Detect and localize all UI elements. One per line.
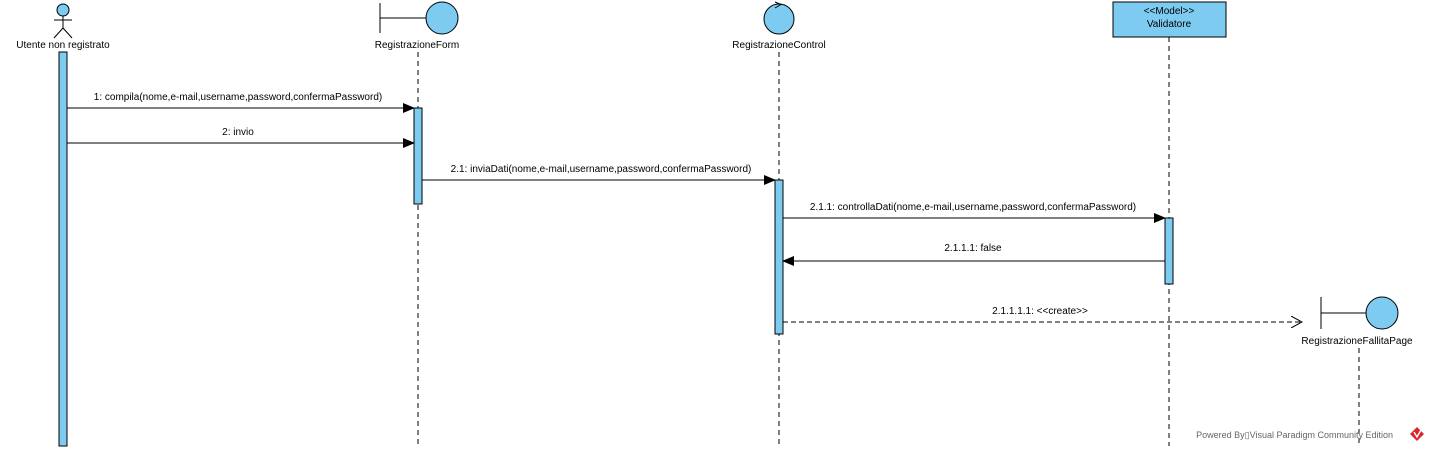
- boundary-icon: [1320, 296, 1399, 330]
- footer-watermark: Powered By▯Visual Paradigm Community Edi…: [1196, 430, 1393, 440]
- message-1[interactable]: 1: compila(nome,e-mail,username,password…: [67, 92, 415, 113]
- participant-registrazione-control[interactable]: RegistrazioneControl: [732, 1, 826, 51]
- control-label: RegistrazioneControl: [732, 40, 825, 51]
- message-2-1-1-1-1[interactable]: 2.1.1.1.1: <<create>>: [783, 306, 1302, 322]
- message-2-1[interactable]: 2.1: inviaDati(nome,e-mail,username,pass…: [422, 164, 776, 185]
- actor-label: Utente non registrato: [16, 40, 110, 51]
- message-2-1-1-1-1-label: 2.1.1.1.1: <<create>>: [992, 306, 1088, 317]
- validator-stereotype: <<Model>>: [1144, 6, 1195, 17]
- activation-actor: [58, 51, 68, 447]
- activation-form: [413, 107, 423, 205]
- control-icon: [763, 1, 795, 35]
- failpage-label: RegistrazioneFallitaPage: [1301, 336, 1413, 347]
- message-2-1-label: 2.1: inviaDati(nome,e-mail,username,pass…: [451, 164, 752, 175]
- participant-validatore[interactable]: <<Model>> Validatore: [1112, 1, 1227, 38]
- message-2-1-1-1[interactable]: 2.1.1.1: false: [782, 243, 1165, 266]
- activation-control: [774, 179, 784, 335]
- message-2-1-1-1-label: 2.1.1.1: false: [944, 243, 1002, 254]
- actor-icon: [53, 3, 73, 39]
- visual-paradigm-logo-icon: [1410, 427, 1424, 441]
- validator-label: Validatore: [1147, 19, 1192, 30]
- message-2-label: 2: invio: [222, 127, 254, 138]
- actor-utente-non-registrato[interactable]: Utente non registrato: [16, 3, 110, 51]
- message-2-1-1[interactable]: 2.1.1: controllaDati(nome,e-mail,usernam…: [783, 202, 1166, 223]
- message-2-1-1-label: 2.1.1: controllaDati(nome,e-mail,usernam…: [810, 202, 1136, 213]
- boundary-icon: [379, 1, 459, 35]
- participant-registrazione-fallita-page[interactable]: RegistrazioneFallitaPage: [1301, 296, 1413, 347]
- activation-validator: [1164, 217, 1174, 285]
- form-label: RegistrazioneForm: [375, 40, 459, 51]
- message-2[interactable]: 2: invio: [67, 127, 415, 148]
- participant-registrazione-form[interactable]: RegistrazioneForm: [375, 1, 459, 51]
- message-1-label: 1: compila(nome,e-mail,username,password…: [94, 92, 382, 103]
